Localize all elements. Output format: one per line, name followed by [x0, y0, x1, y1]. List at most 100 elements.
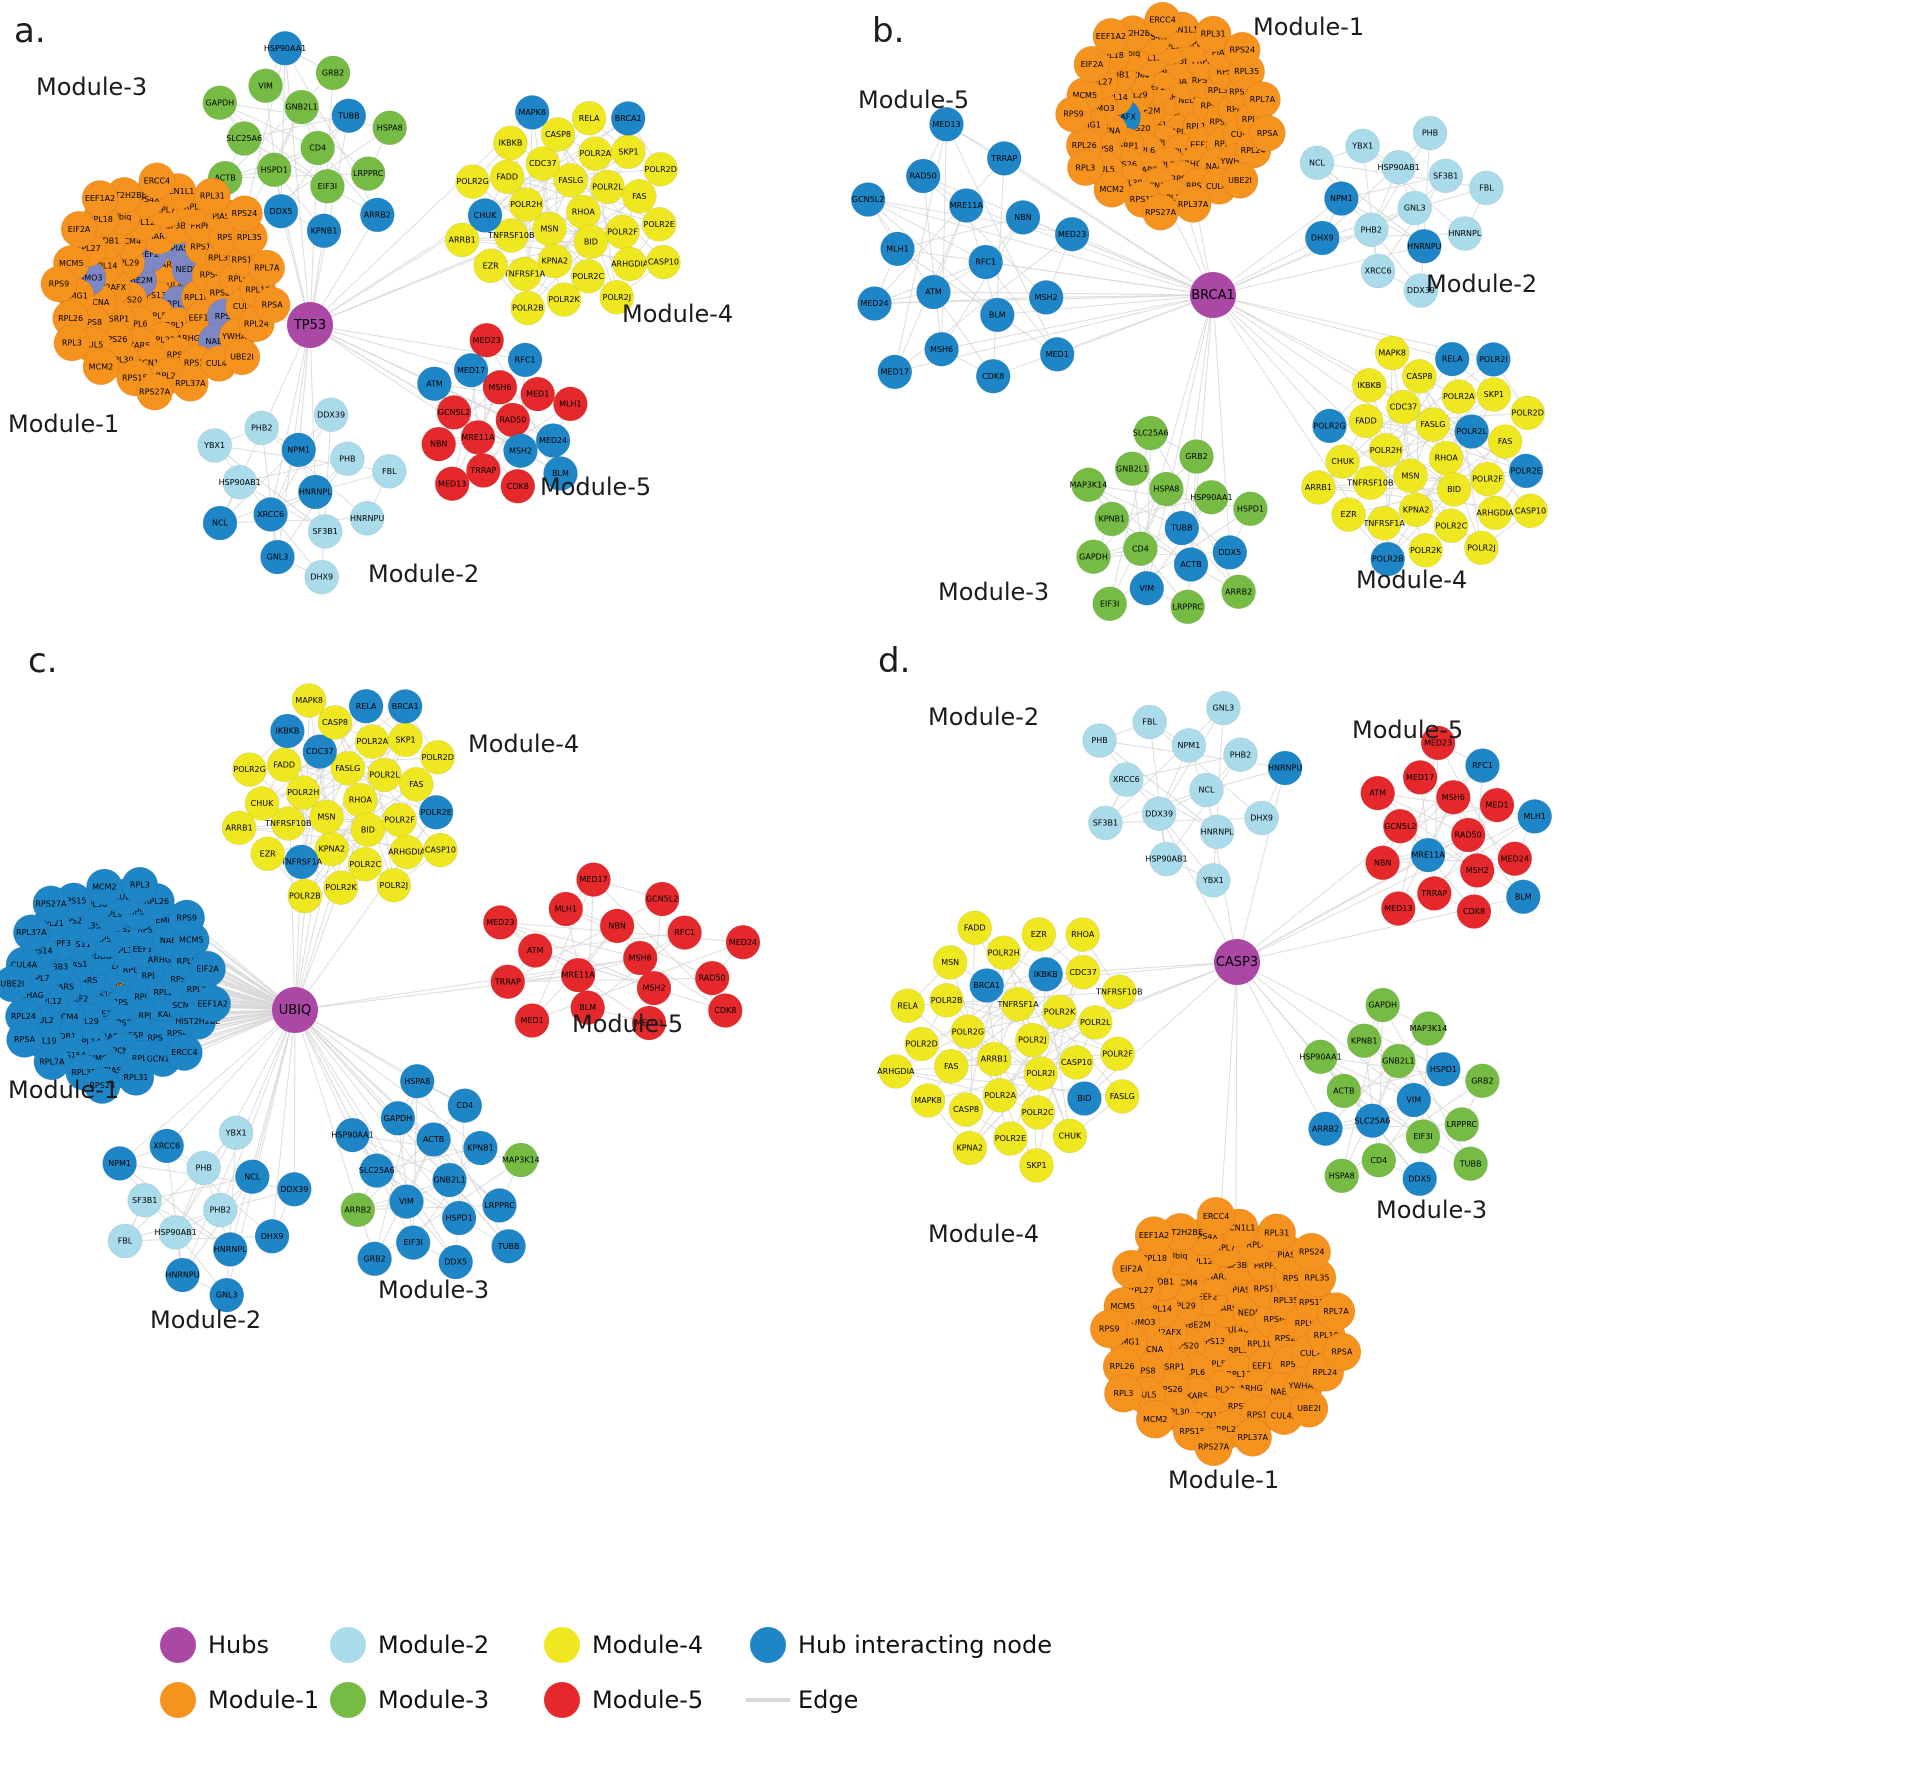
node-med1[interactable]: MED1	[520, 376, 556, 412]
node-grb2[interactable]: GRB2	[1465, 1063, 1500, 1099]
node-gnb2l1[interactable]: GNB2L1	[432, 1162, 467, 1198]
node-med24[interactable]: MED24	[535, 423, 571, 458]
node-xrcc6[interactable]: XRCC6	[149, 1128, 184, 1164]
node-gapdh[interactable]: GAPDH	[380, 1101, 416, 1136]
node-hnrnpu[interactable]: HNRNPU	[349, 500, 385, 536]
node-ybx1[interactable]: YBX1	[1345, 128, 1380, 164]
node-rps9[interactable]: RPS9	[168, 899, 205, 937]
node-rad50[interactable]: RAD50	[1450, 817, 1486, 853]
node-mlh1[interactable]: MLH1	[548, 891, 584, 927]
node-cdk8[interactable]: CDK8	[707, 993, 743, 1028]
node-kpnb1[interactable]: KPNB1	[1346, 1023, 1382, 1058]
node-cdc37[interactable]: CDC37	[525, 146, 561, 181]
node-skp1[interactable]: SKP1	[1476, 377, 1512, 412]
node-phb[interactable]: PHB	[329, 441, 365, 477]
node-dhx9[interactable]: DHX9	[304, 559, 340, 595]
node-hnrnpu[interactable]: HNRNPU	[165, 1257, 200, 1293]
node-rad50[interactable]: RAD50	[694, 960, 730, 996]
node-polr2a[interactable]: POLR2A	[354, 724, 390, 759]
node-med1[interactable]: MED1	[1479, 787, 1515, 823]
node-hspd1[interactable]: HSPD1	[1233, 491, 1268, 527]
node-polr2g[interactable]: POLR2G	[455, 164, 490, 199]
node-msn[interactable]: MSN	[932, 945, 968, 980]
node-rela[interactable]: RELA	[571, 100, 607, 136]
node-ybx1[interactable]: YBX1	[197, 428, 232, 463]
node-ncl[interactable]: NCL	[1299, 145, 1335, 181]
node-hspa8[interactable]: HSPA8	[399, 1063, 435, 1099]
node-actb[interactable]: ACTB	[1173, 547, 1209, 582]
node-lrpprc[interactable]: LRPPRC	[350, 156, 386, 191]
node-npm1[interactable]: NPM1	[281, 432, 317, 468]
node-msh6[interactable]: MSH6	[924, 331, 959, 367]
node-eif2a[interactable]: EIF2A	[1112, 1249, 1151, 1289]
node-rhoa[interactable]: RHOA	[342, 782, 378, 818]
node-rpl3[interactable]: RPL3	[1067, 149, 1104, 186]
node-polr2l[interactable]: POLR2L	[367, 757, 402, 793]
node-fbl[interactable]: FBL	[371, 453, 407, 489]
node-fas[interactable]: FAS	[933, 1049, 969, 1084]
node-mre11a[interactable]: MRE11A	[560, 957, 596, 993]
node-gnb2l1[interactable]: GNB2L1	[1114, 451, 1150, 487]
hub-node-casp3[interactable]: CASP3	[1214, 939, 1260, 985]
node-polr2f[interactable]: POLR2F	[382, 802, 417, 838]
node-casp10[interactable]: CASP10	[646, 244, 681, 280]
node-fbl[interactable]: FBL	[1132, 704, 1167, 740]
node-arhgdia[interactable]: ARHGDIA	[388, 834, 426, 870]
node-fas[interactable]: FAS	[1487, 424, 1523, 459]
node-hspd1[interactable]: HSPD1	[256, 152, 292, 188]
node-faslg[interactable]: FASLG	[1105, 1079, 1140, 1114]
node-fbl[interactable]: FBL	[107, 1223, 143, 1259]
node-grb2[interactable]: GRB2	[1179, 439, 1214, 474]
node-hsp90ab1[interactable]: HSP90AB1	[1145, 841, 1188, 877]
node-polr2c[interactable]: POLR2C	[1434, 508, 1469, 544]
node-sf3b1[interactable]: SF3B1	[127, 1182, 162, 1218]
node-npm1[interactable]: NPM1	[1171, 728, 1207, 763]
node-fadd[interactable]: FADD	[1348, 403, 1384, 439]
node-hsp90aa1[interactable]: HSP90AA1	[1190, 479, 1233, 515]
node-rpsa[interactable]: RPSA	[253, 286, 291, 324]
node-gcn5l2[interactable]: GCN5L2	[436, 395, 472, 430]
node-atm[interactable]: ATM	[417, 366, 452, 402]
node-kpnb1[interactable]: KPNB1	[1094, 501, 1130, 537]
node-arrb2[interactable]: ARRB2	[359, 197, 395, 233]
node-polr2h[interactable]: POLR2H	[508, 187, 544, 222]
node-eef1a2[interactable]: EEF1A2	[194, 985, 231, 1023]
node-rpl7a[interactable]: RPL7A	[1316, 1292, 1356, 1331]
node-med13[interactable]: MED13	[1381, 891, 1416, 926]
node-rpsa[interactable]: RPSA	[1249, 114, 1286, 152]
node-eif2a[interactable]: EIF2A	[60, 210, 98, 248]
node-trrap[interactable]: TRRAP	[986, 141, 1022, 176]
node-kpna2[interactable]: KPNA2	[314, 831, 350, 867]
node-cdk8[interactable]: CDK8	[500, 468, 536, 504]
node-polr2h[interactable]: POLR2H	[1368, 432, 1404, 468]
node-polr2i[interactable]: POLR2I	[1023, 1056, 1058, 1091]
node-ncl[interactable]: NCL	[235, 1159, 270, 1194]
node-polr2i[interactable]: POLR2I	[1476, 342, 1511, 377]
node-eif2a[interactable]: EIF2A	[189, 950, 226, 988]
node-polr2d[interactable]: POLR2D	[643, 151, 679, 187]
node-rps27a[interactable]: RPS27A	[136, 373, 173, 411]
node-slc25a6[interactable]: SLC25A6	[1354, 1103, 1390, 1138]
node-kpnb1[interactable]: KPNB1	[463, 1130, 498, 1166]
node-vim[interactable]: VIM	[248, 68, 283, 103]
node-mre11a[interactable]: MRE11A	[1410, 837, 1446, 873]
hub-node-tp53[interactable]: TP53	[287, 302, 333, 348]
node-hnrnpl[interactable]: HNRNPL	[297, 474, 333, 510]
node-cdk8[interactable]: CDK8	[1456, 894, 1492, 929]
node-rps27a[interactable]: RPS27A	[1142, 194, 1179, 231]
node-slc25a6[interactable]: SLC25A6	[1133, 415, 1169, 451]
node-mapk8[interactable]: MAPK8	[291, 683, 327, 718]
node-med17[interactable]: MED17	[877, 354, 913, 390]
node-vim[interactable]: VIM	[389, 1184, 424, 1219]
node-skp1[interactable]: SKP1	[611, 134, 646, 170]
node-atm[interactable]: ATM	[916, 274, 951, 310]
node-hspd1[interactable]: HSPD1	[441, 1200, 477, 1236]
node-eif3i[interactable]: EIF3I	[1092, 586, 1127, 622]
node-casp8[interactable]: CASP8	[948, 1092, 984, 1127]
node-arrb2[interactable]: ARRB2	[1221, 574, 1256, 610]
node-ezr[interactable]: EZR	[1331, 497, 1366, 532]
node-ddx39[interactable]: DDX39	[1141, 796, 1177, 832]
node-map3k14[interactable]: MAP3K14	[1070, 467, 1108, 503]
node-ezr[interactable]: EZR	[1021, 917, 1057, 952]
node-rps27a[interactable]: RPS27A	[32, 885, 70, 923]
